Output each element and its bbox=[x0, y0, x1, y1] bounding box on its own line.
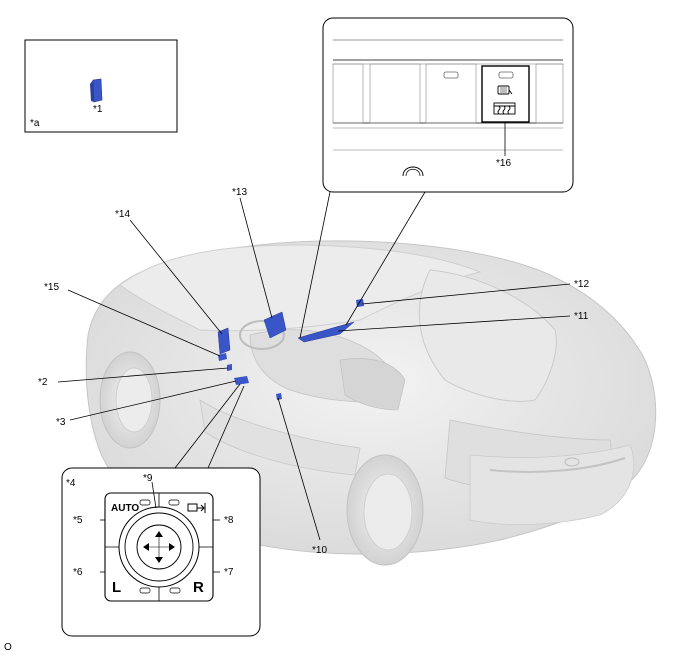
rear-defogger-icon bbox=[493, 102, 516, 115]
rear-defogger-switch bbox=[481, 65, 530, 123]
mirror-retract-icon bbox=[187, 503, 206, 513]
label-14: *14 bbox=[115, 209, 130, 220]
label-7: *7 bbox=[224, 567, 234, 578]
leader-lines bbox=[57, 191, 571, 541]
figure-code: O bbox=[4, 642, 12, 653]
label-10: *10 bbox=[312, 545, 327, 556]
part-10-shape bbox=[276, 393, 282, 400]
part-14-shape bbox=[217, 327, 231, 355]
mirror-heater-icon bbox=[497, 85, 513, 95]
right-button-label: R bbox=[193, 579, 204, 596]
part-15-shape bbox=[218, 353, 227, 361]
label-a: *a bbox=[30, 118, 40, 129]
part-13-shape bbox=[263, 311, 287, 339]
label-8: *8 bbox=[224, 515, 234, 526]
part-3-shape bbox=[234, 376, 249, 385]
label-5: *5 bbox=[73, 515, 83, 526]
label-11: *11 bbox=[574, 311, 589, 322]
auto-button-label: AUTO bbox=[111, 503, 139, 514]
label-15: *15 bbox=[44, 282, 59, 293]
label-3: *3 bbox=[56, 417, 66, 428]
callout-labels: *14 *13 *15 *2 *3 *12 *11 *10 bbox=[38, 187, 589, 556]
part-11-shape bbox=[297, 321, 355, 343]
label-1: *1 bbox=[93, 104, 103, 115]
part-2-shape bbox=[227, 364, 232, 371]
label-4: *4 bbox=[66, 478, 76, 489]
label-16: *16 bbox=[496, 158, 511, 169]
left-button-label: L bbox=[112, 579, 121, 596]
direction-arrows bbox=[143, 531, 175, 563]
label-6: *6 bbox=[73, 567, 83, 578]
label-2: *2 bbox=[38, 377, 48, 388]
highlighted-parts bbox=[217, 299, 364, 400]
label-13: *13 bbox=[232, 187, 247, 198]
callout-mirror-switch: AUTO L R *4 *9 *5 *6 *8 *7 bbox=[61, 467, 261, 637]
label-12: *12 bbox=[574, 279, 589, 290]
part-1-shape bbox=[92, 78, 103, 103]
callout-switch-panel: *16 bbox=[322, 17, 574, 193]
inset-a: *1 *a bbox=[24, 39, 178, 133]
label-9: *9 bbox=[143, 473, 153, 484]
